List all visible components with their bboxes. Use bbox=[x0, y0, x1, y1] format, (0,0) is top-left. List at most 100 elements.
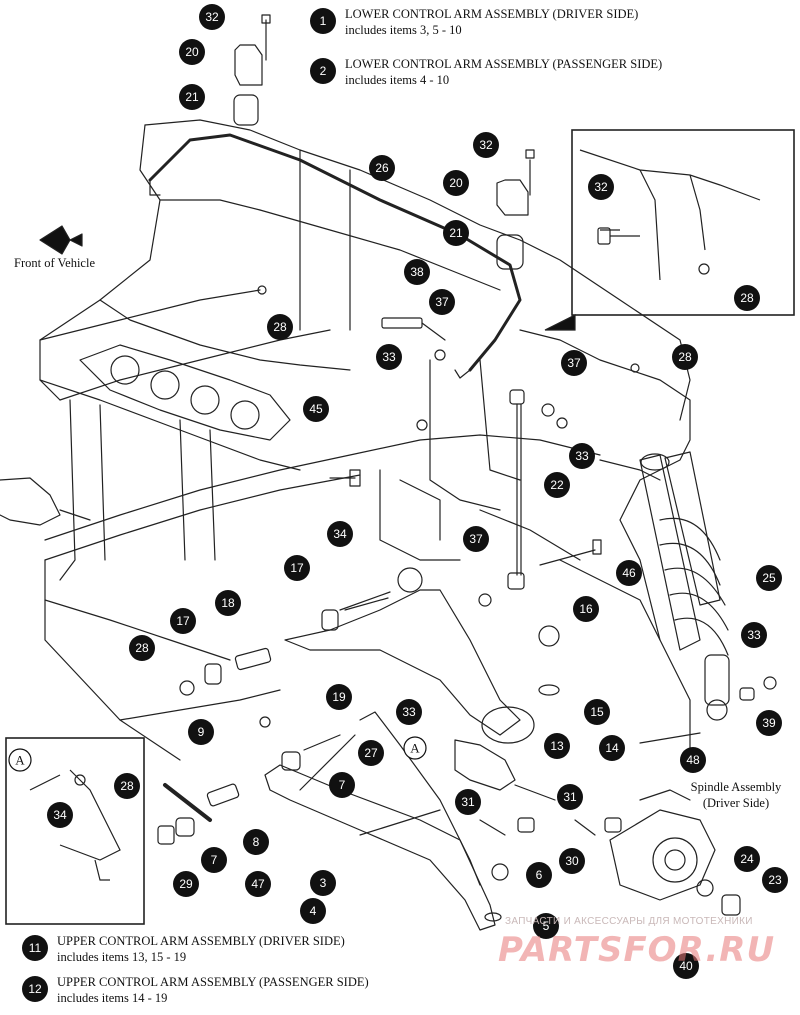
callout-label-33: 33 bbox=[382, 350, 396, 364]
callout-label-46: 46 bbox=[622, 566, 636, 580]
callout-label-32: 32 bbox=[205, 10, 219, 24]
bolt-45 bbox=[329, 469, 361, 487]
callout-label-28: 28 bbox=[120, 779, 134, 793]
cotter-pin-31-left bbox=[479, 819, 506, 836]
callout-badge-28 bbox=[129, 635, 155, 661]
legend-subtitle: includes items 14 - 19 bbox=[57, 991, 168, 1005]
bolt-46 bbox=[539, 539, 602, 566]
front-of-vehicle-label: Front of Vehicle bbox=[14, 256, 96, 270]
spindle-assembly bbox=[609, 789, 716, 901]
callout-badge-3 bbox=[310, 870, 336, 896]
callout-badge-27 bbox=[358, 740, 384, 766]
callout-label-4: 4 bbox=[310, 904, 317, 918]
nut-33-shock bbox=[763, 676, 777, 690]
callout-badge-28 bbox=[267, 314, 293, 340]
legend-number: 2 bbox=[310, 58, 336, 84]
callout-badge-5 bbox=[533, 913, 559, 939]
callout-badge-37 bbox=[429, 289, 455, 315]
callout-label-24: 24 bbox=[740, 852, 754, 866]
washer-9 bbox=[259, 716, 271, 728]
callout-label-25: 25 bbox=[762, 571, 776, 585]
snap-ring-15 bbox=[538, 684, 560, 696]
callout-label-20: 20 bbox=[449, 176, 463, 190]
legend-title: UPPER CONTROL ARM ASSEMBLY (DRIVER SIDE) bbox=[57, 934, 345, 948]
callout-badge-32 bbox=[588, 174, 614, 200]
callout-badge-33 bbox=[376, 344, 402, 370]
legend-number: 11 bbox=[22, 935, 48, 961]
spindle-assembly-label: Spindle Assembly (Driver Side) bbox=[672, 779, 800, 811]
legend-subtitle: includes items 3, 5 - 10 bbox=[345, 23, 462, 37]
washer-37-upper bbox=[434, 349, 446, 361]
sway-bar-bushing-left bbox=[233, 14, 271, 126]
legend-title: UPPER CONTROL ARM ASSEMBLY (PASSENGER SI… bbox=[57, 975, 369, 989]
callout-badge-31 bbox=[557, 784, 583, 810]
callout-label-47: 47 bbox=[251, 877, 265, 891]
callout-label-31: 31 bbox=[563, 790, 577, 804]
watermark-logo: PARTSFOR.RU bbox=[498, 930, 776, 970]
callout-label-23: 23 bbox=[768, 873, 782, 887]
bushing-39 bbox=[739, 687, 755, 701]
callout-label-20: 20 bbox=[185, 45, 199, 59]
callout-label-33: 33 bbox=[402, 705, 416, 719]
callout-label-28: 28 bbox=[740, 291, 754, 305]
bushing-7-lower bbox=[175, 817, 195, 837]
callout-badge-45 bbox=[303, 396, 329, 422]
callout-label-32: 32 bbox=[594, 180, 608, 194]
nut-29 bbox=[157, 825, 175, 845]
callout-badge-24 bbox=[734, 846, 760, 872]
callout-badge-47 bbox=[245, 871, 271, 897]
bolt-48 bbox=[639, 732, 701, 744]
snap-ring-5 bbox=[484, 912, 502, 922]
washer-24 bbox=[696, 879, 714, 897]
callout-badge-39 bbox=[756, 710, 782, 736]
callout-label-34: 34 bbox=[333, 527, 347, 541]
callout-label-15: 15 bbox=[590, 705, 604, 719]
callout-badge-37 bbox=[561, 350, 587, 376]
callout-badge-17 bbox=[170, 608, 196, 634]
callout-badge-34 bbox=[47, 802, 73, 828]
upper-control-arm bbox=[284, 567, 535, 744]
callout-badge-29 bbox=[173, 871, 199, 897]
callout-badge-32 bbox=[473, 132, 499, 158]
castle-nut-30-left bbox=[517, 817, 535, 833]
sleeve-8 bbox=[206, 783, 240, 807]
callout-badge-28 bbox=[734, 285, 760, 311]
nut-33-upper bbox=[416, 419, 428, 431]
legend-number: 1 bbox=[310, 8, 336, 34]
callout-badge-21 bbox=[443, 220, 469, 246]
legend-title: LOWER CONTROL ARM ASSEMBLY (DRIVER SIDE) bbox=[345, 7, 639, 21]
callout-label-29: 29 bbox=[179, 877, 193, 891]
callout-badge-8 bbox=[243, 829, 269, 855]
shock-absorber bbox=[639, 451, 730, 721]
callout-label-21: 21 bbox=[185, 90, 199, 104]
callout-badge-48 bbox=[680, 747, 706, 773]
castle-nut-30-right bbox=[604, 817, 622, 833]
sleeve-18 bbox=[234, 647, 272, 671]
callout-badge-20 bbox=[179, 39, 205, 65]
watermark-tagline: ЗАПЧАСТИ И АКСЕССУАРЫ ДЛЯ МОТОТЕХНИКИ bbox=[505, 916, 753, 927]
callout-badge-46 bbox=[616, 560, 642, 586]
spindle-label-line1: Spindle Assembly bbox=[690, 780, 782, 794]
callout-badge-9 bbox=[188, 719, 214, 745]
front-arrow-icon bbox=[39, 225, 71, 255]
bolt-38 bbox=[381, 317, 446, 341]
callout-badge-28 bbox=[672, 344, 698, 370]
ball-joint-16 bbox=[538, 625, 560, 647]
cotter-pin-31-right bbox=[574, 819, 596, 836]
callout-badge-38 bbox=[404, 259, 430, 285]
callout-badge-25 bbox=[756, 565, 782, 591]
detail-a-reference-letter: A bbox=[410, 741, 420, 756]
washer-37-mid bbox=[541, 403, 555, 417]
legend-number: 12 bbox=[22, 976, 48, 1002]
callout-label-7: 7 bbox=[339, 778, 346, 792]
bushing-7-upper bbox=[281, 751, 301, 771]
callout-label-37: 37 bbox=[435, 295, 449, 309]
legend-title: LOWER CONTROL ARM ASSEMBLY (PASSENGER SI… bbox=[345, 57, 663, 71]
callout-badge-13 bbox=[544, 733, 570, 759]
legend-subtitle: includes items 4 - 10 bbox=[345, 73, 450, 87]
callout-badge-18 bbox=[215, 590, 241, 616]
callout-badge-7 bbox=[201, 847, 227, 873]
callout-badge-33 bbox=[396, 699, 422, 725]
cv-axle-right bbox=[454, 739, 556, 801]
